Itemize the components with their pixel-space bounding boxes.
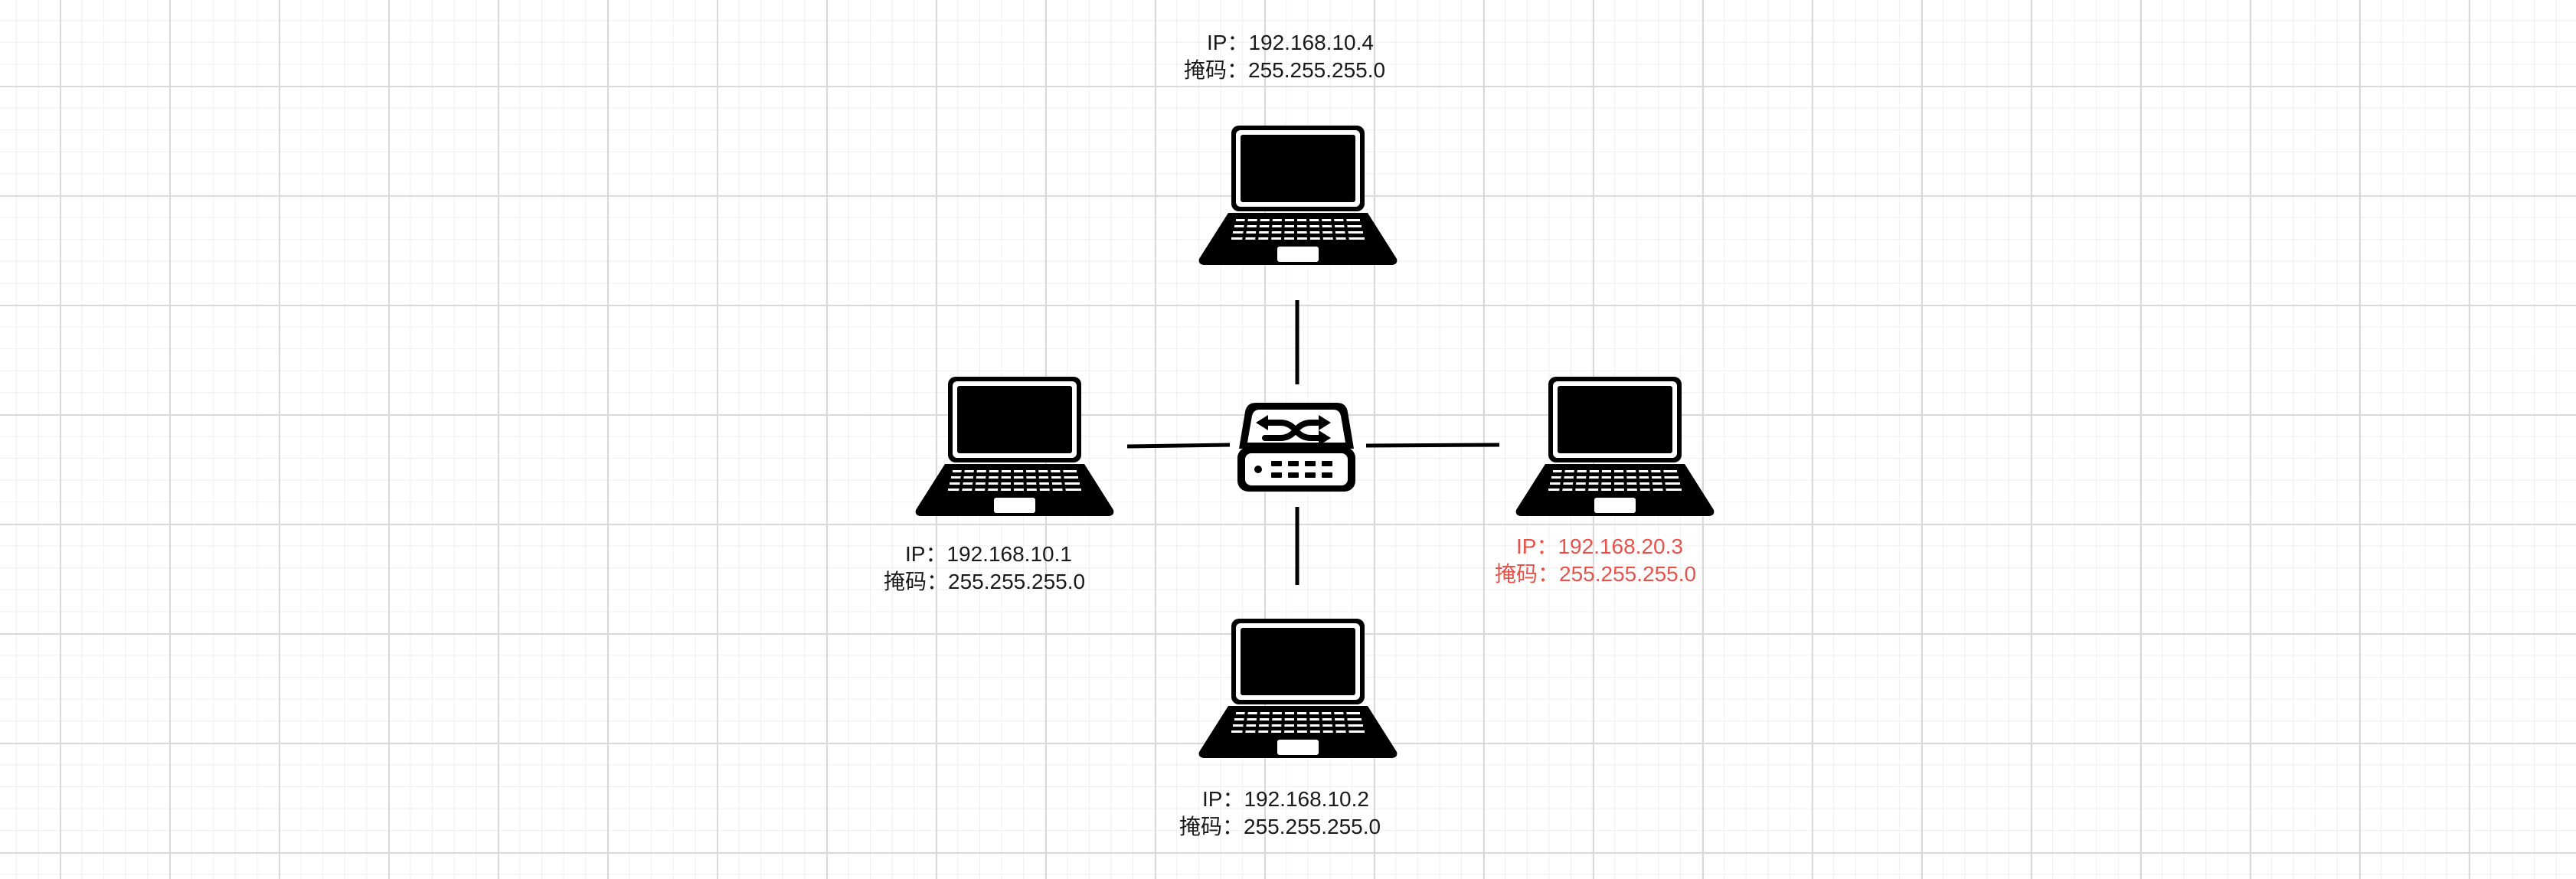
ip-line: IP：192.168.10.1 xyxy=(884,541,1085,568)
ip-value: 192.168.20.3 xyxy=(1558,534,1683,558)
laptop-right[interactable] xyxy=(1515,375,1715,518)
link-right xyxy=(1365,443,1500,448)
ip-value: 192.168.10.2 xyxy=(1244,787,1369,811)
ip-key: IP： xyxy=(1202,787,1244,811)
network-switch-icon xyxy=(1237,403,1355,492)
laptop-icon xyxy=(915,377,1114,516)
ip-key: IP： xyxy=(905,542,947,566)
mask-value: 255.255.255.0 xyxy=(1244,815,1381,838)
mask-line: 掩码：255.255.255.0 xyxy=(1184,57,1385,84)
ip-key: IP： xyxy=(1207,31,1249,54)
mask-key: 掩码： xyxy=(1495,562,1560,586)
mask-line: 掩码：255.255.255.0 xyxy=(1495,560,1696,588)
laptop-bottom[interactable] xyxy=(1198,617,1398,760)
laptop-top[interactable] xyxy=(1198,124,1398,266)
mask-key: 掩码： xyxy=(1184,58,1249,82)
mask-key: 掩码： xyxy=(1179,815,1244,838)
host-label-bottom: IP：192.168.10.2 掩码：255.255.255.0 xyxy=(1179,786,1381,841)
host-label-top: IP：192.168.10.4 掩码：255.255.255.0 xyxy=(1184,29,1385,84)
ip-line: IP：192.168.10.2 xyxy=(1179,786,1381,813)
mask-value: 255.255.255.0 xyxy=(1248,58,1386,82)
mask-value: 255.255.255.0 xyxy=(1559,562,1697,586)
laptop-left[interactable] xyxy=(914,375,1115,518)
host-label-left: IP：192.168.10.1 掩码：255.255.255.0 xyxy=(884,541,1085,596)
ip-line: IP：192.168.10.4 xyxy=(1184,29,1385,57)
ip-value: 192.168.10.1 xyxy=(946,542,1072,566)
ip-value: 192.168.10.4 xyxy=(1248,31,1374,54)
mask-line: 掩码：255.255.255.0 xyxy=(1179,813,1381,841)
ip-line: IP：192.168.20.3 xyxy=(1495,533,1696,560)
mask-value: 255.255.255.0 xyxy=(948,570,1086,593)
mask-line: 掩码：255.255.255.0 xyxy=(884,568,1085,596)
host-label-right: IP：192.168.20.3 掩码：255.255.255.0 xyxy=(1495,533,1696,588)
laptop-icon xyxy=(1198,126,1398,265)
link-left xyxy=(1126,443,1231,449)
mask-key: 掩码： xyxy=(884,570,949,593)
laptop-icon xyxy=(1198,619,1398,758)
laptop-icon xyxy=(1515,377,1715,516)
network-switch[interactable] xyxy=(1234,394,1358,495)
ip-key: IP： xyxy=(1516,534,1558,558)
